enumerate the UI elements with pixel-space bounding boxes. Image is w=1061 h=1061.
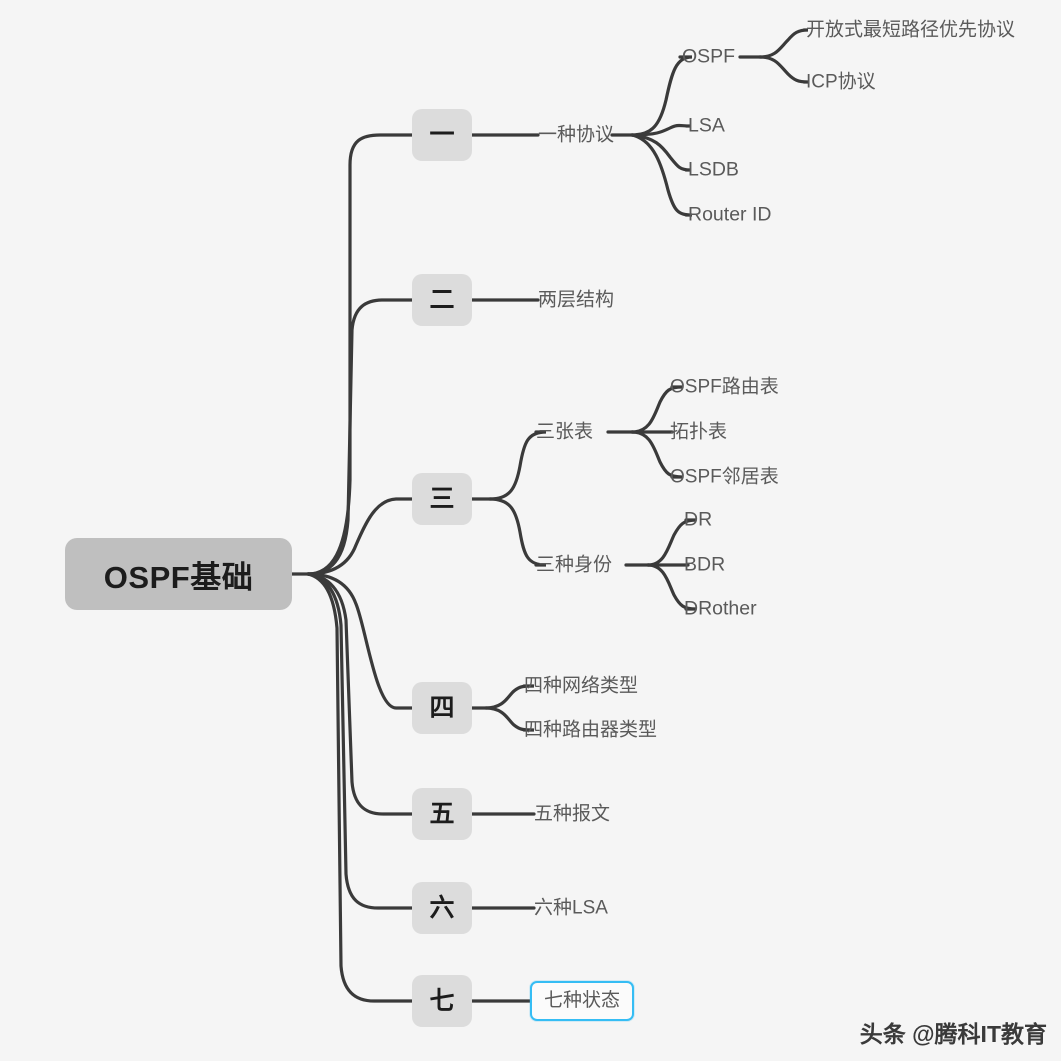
watermark: 头条 @腾科IT教育	[859, 1021, 1047, 1047]
node-seven-states-selected[interactable]: 七种状态	[530, 981, 635, 1021]
branch-node-3[interactable]: 三	[412, 473, 472, 525]
branch-node-7-label: 七	[429, 986, 455, 1015]
node-lsdb[interactable]: LSDB	[688, 158, 739, 181]
node-ospf-neighbor-table[interactable]: OSPF邻居表	[670, 466, 779, 488]
node-yizhongxieyi[interactable]: 一种协议	[538, 124, 615, 146]
branch-node-1[interactable]: 一	[412, 109, 472, 161]
node-six-lsa-types[interactable]: 六种LSA	[534, 897, 608, 919]
edge-root-to-7	[306, 572, 414, 1003]
node-lsa[interactable]: LSA	[688, 114, 725, 137]
node-icp-protocol[interactable]: ICP协议	[806, 71, 876, 93]
edge-root-to-4	[306, 572, 414, 710]
edge-root-to-5	[306, 572, 414, 816]
branch-node-7[interactable]: 七	[412, 975, 472, 1027]
edge-root-to-2	[306, 298, 414, 576]
branch-node-4[interactable]: 四	[412, 682, 472, 734]
root-node-label: OSPF基础	[103, 559, 254, 595]
edge-yizhongxieyi-to-lsa	[630, 123, 691, 137]
node-sanzhangbiao[interactable]: 三张表	[536, 421, 594, 443]
edge-ospf-to-open	[758, 28, 809, 59]
branch-node-5-label: 五	[429, 799, 455, 828]
edge-yizhongxieyi-to-lsdb	[630, 133, 691, 172]
node-ospf-route-table[interactable]: OSPF路由表	[670, 376, 779, 398]
branch-node-1-label: 一	[429, 120, 455, 149]
edge-root-to-6	[306, 572, 414, 910]
branch-node-6[interactable]: 六	[412, 882, 472, 934]
node-liangcengjiegou[interactable]: 两层结构	[538, 289, 615, 311]
branch-node-6-label: 六	[429, 893, 455, 922]
node-router-id[interactable]: Router ID	[688, 203, 772, 226]
edge-root-to-3	[306, 497, 414, 576]
node-dr[interactable]: DR	[684, 508, 713, 531]
root-node[interactable]: OSPF基础	[65, 538, 292, 610]
node-ospf[interactable]: OSPF	[682, 45, 736, 68]
edge-yizhongxieyi-to-routerid	[630, 133, 693, 217]
node-open-shortest-path-first[interactable]: 开放式最短路径优先协议	[806, 19, 1016, 41]
node-four-network-types[interactable]: 四种网络类型	[524, 675, 639, 697]
edge-ospf-to-icp	[758, 55, 809, 84]
edge-root-to-1	[306, 133, 414, 576]
node-bdr[interactable]: BDR	[684, 553, 726, 576]
branch-node-4-label: 四	[429, 693, 455, 722]
node-four-router-types[interactable]: 四种路由器类型	[524, 719, 658, 741]
branch-node-2-label: 二	[429, 285, 455, 314]
edge-yizhongxieyi-to-ospf	[630, 55, 693, 137]
branch-node-3-label: 三	[429, 484, 455, 513]
node-drother[interactable]: DRother	[684, 597, 757, 620]
node-five-packet-types[interactable]: 五种报文	[534, 803, 611, 825]
branch-node-5[interactable]: 五	[412, 788, 472, 840]
node-sanzhongshenfen[interactable]: 三种身份	[536, 554, 613, 576]
node-topology-table[interactable]: 拓扑表	[670, 421, 728, 443]
branch-node-2[interactable]: 二	[412, 274, 472, 326]
